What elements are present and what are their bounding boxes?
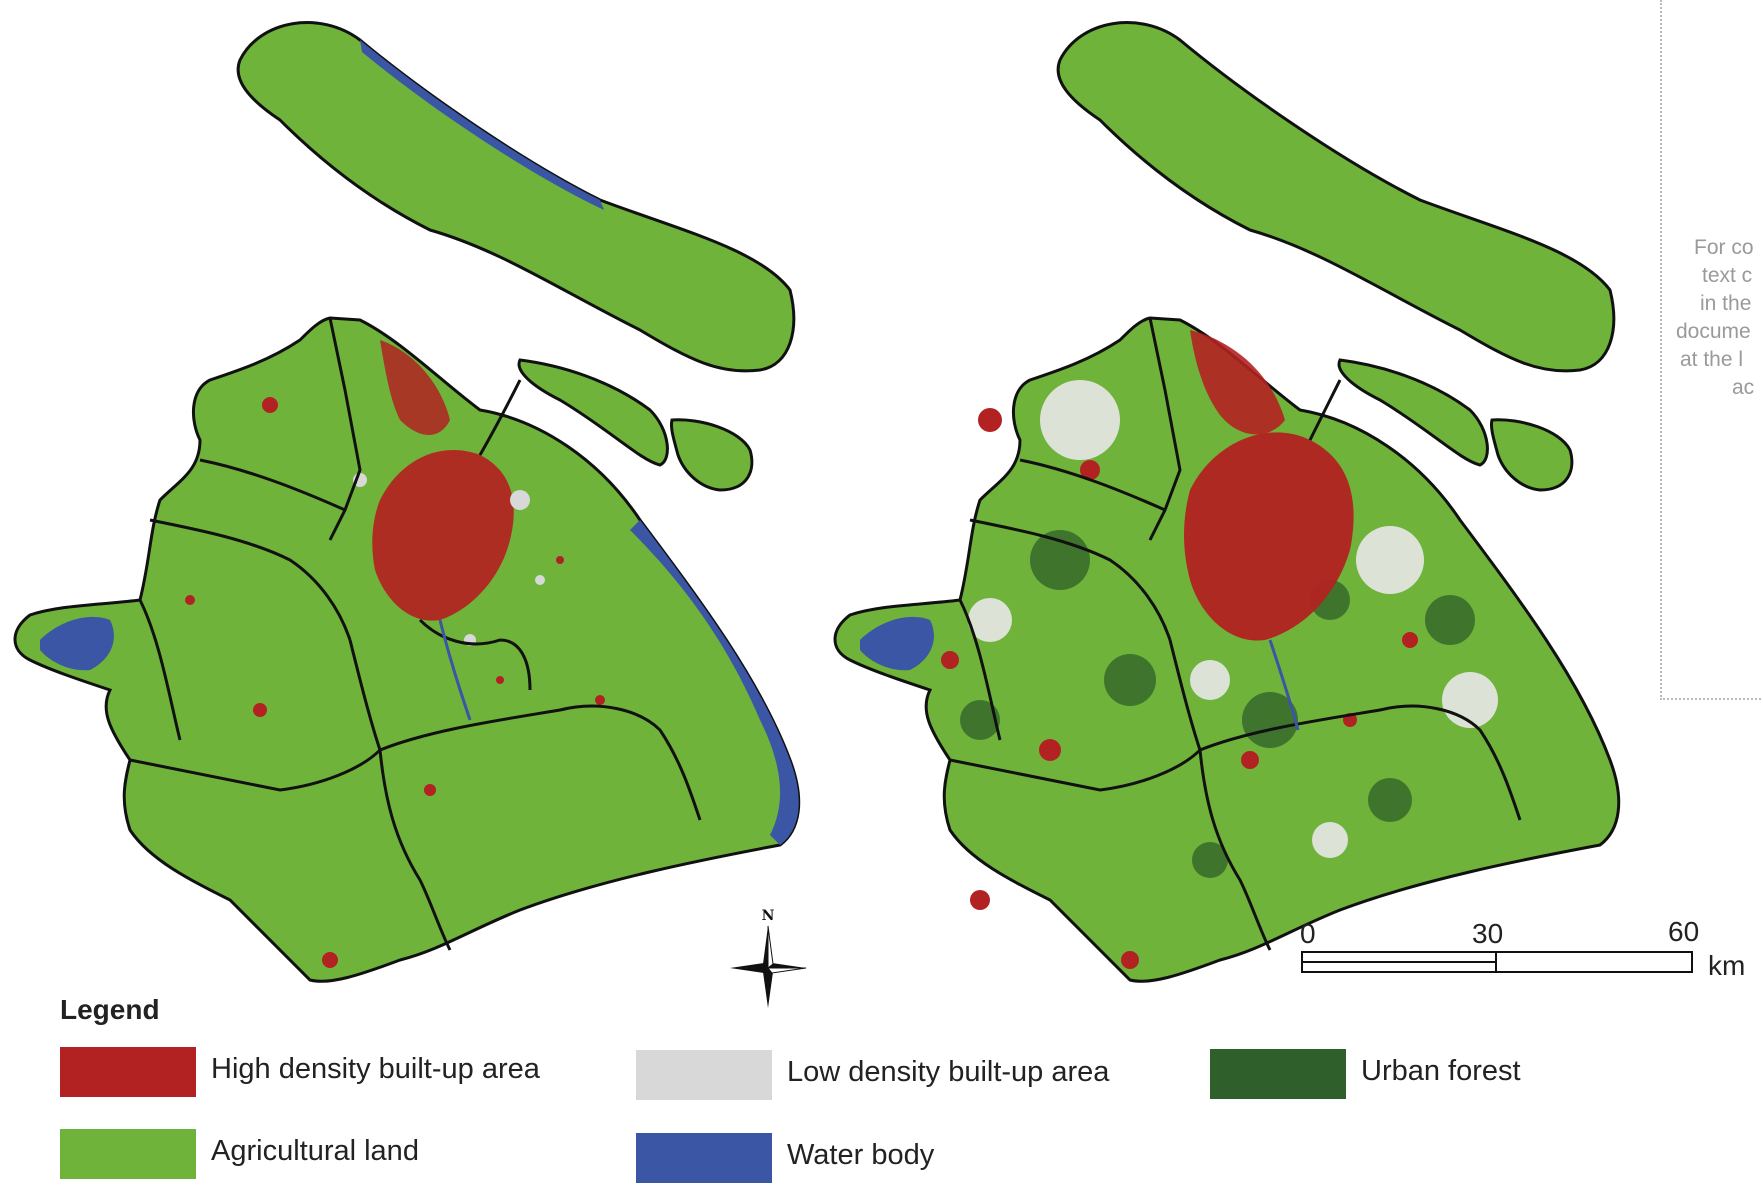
legend-swatch: [60, 1129, 196, 1179]
land-use-map-earlier: [0, 0, 820, 1010]
urban-north: [1190, 330, 1285, 435]
map-right-svg: [833, 21, 1621, 983]
legend-swatch: [636, 1133, 772, 1183]
urban-spots: [941, 408, 1418, 969]
side-note-line: For co: [1694, 236, 1754, 259]
legend-label: Urban forest: [1361, 1055, 1521, 1087]
legend-title: Legend: [60, 994, 160, 1025]
legend-swatch: [1210, 1049, 1346, 1099]
side-note-line: docume: [1676, 320, 1751, 343]
district-boundaries: [129, 317, 702, 951]
land-use-map-later: [830, 0, 1650, 1010]
island-small-2: [670, 418, 754, 492]
island-chongming: [236, 21, 796, 373]
mainland: [833, 316, 1621, 983]
scale-bar-graphic: [1301, 951, 1693, 973]
district-boundaries: [949, 317, 1522, 951]
lake-west: [40, 616, 114, 671]
scale-unit: km: [1708, 950, 1746, 981]
scale-tick-30: 30: [1472, 918, 1504, 949]
legend-label: Low density built-up area: [787, 1056, 1110, 1088]
legend-swatch: [636, 1050, 772, 1100]
legend-swatch: [60, 1047, 196, 1097]
side-note-line: text c: [1702, 264, 1753, 287]
scale-tick-0: 0: [1300, 918, 1316, 949]
north-arrow: N: [726, 908, 810, 1012]
urban-core: [1184, 432, 1354, 641]
island-small-2: [1490, 418, 1574, 492]
coastal-water: [630, 520, 799, 845]
compass-icon: N: [730, 908, 807, 1008]
legend-label: High density built-up area: [211, 1053, 540, 1085]
urban-north: [380, 340, 450, 435]
urban-core: [372, 450, 514, 621]
side-note-line: in the: [1700, 292, 1752, 315]
low-density-patches: [968, 380, 1498, 858]
island-small-1: [517, 358, 669, 467]
north-label: N: [762, 908, 775, 924]
legend-label: Agricultural land: [211, 1135, 419, 1167]
map-left-svg: [13, 21, 801, 983]
island-chongming: [1056, 21, 1616, 373]
side-note-line: at the l: [1680, 348, 1744, 371]
urban-spots: [185, 397, 605, 968]
scale-bar: 0 30 60 km: [1300, 916, 1745, 981]
island-water-edge: [360, 40, 604, 210]
side-note-box: For co text c in the docume at the l ac: [1660, 0, 1763, 700]
side-note-line: ac: [1732, 376, 1755, 399]
river: [1268, 639, 1300, 731]
scale-tick-60: 60: [1668, 916, 1700, 947]
island-small-1: [1337, 358, 1489, 467]
river: [438, 619, 472, 721]
legend-label: Water body: [787, 1139, 935, 1171]
lake-west: [860, 616, 934, 671]
